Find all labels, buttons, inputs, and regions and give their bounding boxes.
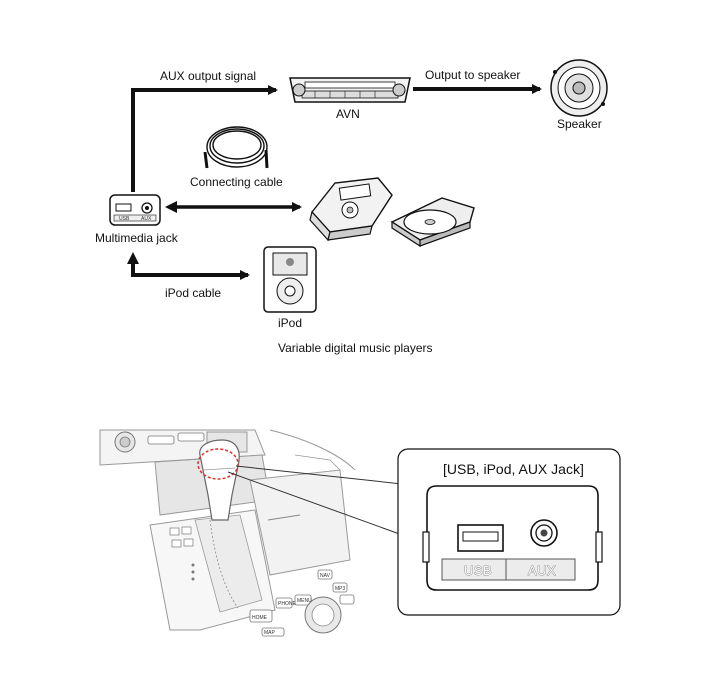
console-button-label: MAP — [264, 630, 276, 636]
console-button-label: NAV — [320, 573, 331, 579]
jack-usb-tiny-label: USB — [119, 216, 130, 222]
jack-location-highlight — [197, 448, 239, 480]
aux-output-signal-label: AUX output signal — [160, 69, 256, 83]
aux-port-label: AUX — [528, 563, 556, 578]
aux-output-arrow — [131, 85, 278, 192]
jack-aux-tiny-label: AUX — [141, 216, 152, 222]
callout-title: [USB, iPod, AUX Jack] — [443, 461, 584, 477]
ipod-cable-arrow — [127, 252, 250, 280]
caption-label: Variable digital music players — [278, 341, 433, 355]
multimedia-jack-icon: USB AUX — [109, 194, 161, 226]
console-button-label: MP3 — [335, 586, 346, 592]
multimedia-jack-label: Multimedia jack — [95, 231, 179, 245]
center-console-illustration — [85, 427, 356, 637]
output-to-speaker-label: Output to speaker — [425, 68, 520, 82]
ipod-icon — [263, 246, 317, 313]
console-button-label: PHONE — [278, 601, 296, 607]
jack-players-double-arrow — [165, 201, 302, 213]
connecting-cable-icon — [203, 126, 269, 169]
ipod-label: iPod — [278, 316, 302, 330]
speaker-icon — [550, 59, 608, 117]
speaker-label: Speaker — [557, 117, 602, 131]
aux-port-icon — [530, 519, 558, 547]
avn-head-unit — [289, 77, 411, 103]
console-button-label: HOME — [252, 615, 268, 621]
portable-cd-player-icon — [390, 197, 475, 248]
jack-callout-box: [USB, iPod, AUX Jack] USB AUX — [397, 448, 621, 616]
console-button-label: MENU — [297, 598, 312, 604]
avn-label: AVN — [336, 107, 360, 121]
digital-music-player-icon — [309, 177, 393, 242]
usb-port-label: USB — [464, 563, 492, 578]
ipod-cable-label: iPod cable — [165, 286, 221, 300]
connecting-cable-label: Connecting cable — [190, 175, 283, 189]
